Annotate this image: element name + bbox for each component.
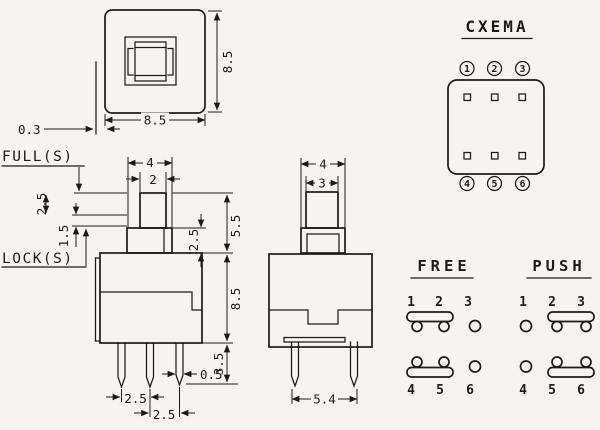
dim-pin-length: 3.5 xyxy=(211,353,226,376)
dim-full-travel: 2.5 xyxy=(34,193,49,216)
pin-number-2: 2 xyxy=(491,64,497,75)
push-contact-6 xyxy=(580,356,592,368)
push-heading: PUSH xyxy=(532,257,585,275)
top-view-right-clip xyxy=(167,47,174,76)
dim-side-tip-width: 3 xyxy=(318,176,326,191)
pin-number-5: 5 xyxy=(491,179,497,190)
front-body-parting-line xyxy=(99,291,203,311)
free-contact-5 xyxy=(438,356,450,368)
push-bridge-5-6 xyxy=(547,366,595,378)
free-pin-6: 6 xyxy=(466,383,474,398)
free-contact-4 xyxy=(411,356,423,368)
schematic: CXEMA 1 2 3 4 5 6 xyxy=(447,17,545,192)
push-pin-1: 1 xyxy=(519,295,527,310)
push-pin-2: 2 xyxy=(548,295,556,310)
pin-number-1: 1 xyxy=(464,64,470,75)
free-contact-2 xyxy=(438,320,450,333)
side-base-plate xyxy=(283,336,346,343)
side-pin-right xyxy=(349,341,359,388)
schematic-pad xyxy=(490,93,499,102)
dim-top-tab: 0.3 xyxy=(18,122,41,137)
top-view-plunger xyxy=(134,41,167,82)
pin-number-3: 3 xyxy=(519,64,525,75)
front-plunger-stage xyxy=(126,227,173,254)
pin-marker-5 xyxy=(486,175,503,192)
pin-marker-2 xyxy=(486,60,503,77)
free-pin-1: 1 xyxy=(407,295,415,310)
state-push: PUSH 1 2 3 4 5 6 xyxy=(519,257,595,398)
side-body-outline xyxy=(268,253,373,348)
front-pin-3 xyxy=(175,342,184,387)
pin-number-4: 4 xyxy=(464,179,470,190)
front-pin-2 xyxy=(145,342,155,389)
schematic-pad xyxy=(463,93,472,102)
free-contact-3-open xyxy=(468,319,482,333)
top-view-left-clip xyxy=(127,47,134,76)
side-body-notch xyxy=(268,309,373,325)
free-heading: FREE xyxy=(417,257,470,275)
free-contact-6-open xyxy=(468,360,482,373)
free-pin-2: 2 xyxy=(435,295,443,310)
dim-body-height: 8.5 xyxy=(228,288,243,311)
top-view-housing-outline xyxy=(104,9,206,114)
free-pin-3: 3 xyxy=(464,295,472,310)
free-bridge-4-5 xyxy=(406,366,454,378)
push-contact-5 xyxy=(551,356,563,368)
dim-top-height: 8.5 xyxy=(220,51,235,74)
dim-side-pin-span: 5.4 xyxy=(313,392,336,407)
front-view: FULL(S) 2.5 1.5 LOCK(S) 2 4 xyxy=(1,149,243,422)
pin-number-6: 6 xyxy=(519,179,525,190)
push-contact-2 xyxy=(551,320,563,333)
schematic-body xyxy=(447,79,545,175)
front-pin-1 xyxy=(117,342,126,389)
front-plunger-tip xyxy=(139,192,167,229)
dim-tip-width: 2 xyxy=(149,172,157,187)
push-pin-6: 6 xyxy=(577,383,585,398)
schematic-pad xyxy=(518,93,527,102)
side-view: 3 4 5.4 xyxy=(268,157,373,407)
label-lock-position: LOCK(S) xyxy=(2,251,74,267)
dim-top-width: 8.5 xyxy=(144,113,167,128)
pin-marker-4 xyxy=(459,175,475,192)
front-body-outline xyxy=(99,252,203,344)
push-pin-3: 3 xyxy=(577,295,585,310)
state-free: FREE 1 2 3 4 5 6 xyxy=(406,257,482,398)
top-view-opening xyxy=(124,36,177,86)
pin-marker-1 xyxy=(459,60,475,77)
dim-lock-travel: 1.5 xyxy=(56,225,71,248)
push-pin-5: 5 xyxy=(548,383,556,398)
pin-marker-3 xyxy=(514,60,531,77)
dim-pin-width: 0.5 xyxy=(200,367,223,382)
dim-pin-pitch-2: 2.5 xyxy=(153,407,176,422)
free-bridge-1-2 xyxy=(406,311,454,323)
push-contact-4-open xyxy=(519,360,533,373)
label-full-position: FULL(S) xyxy=(2,149,74,165)
free-pin-5: 5 xyxy=(436,383,444,398)
side-plunger-stage xyxy=(300,227,346,254)
side-pin-left xyxy=(290,341,300,388)
side-plunger-tip xyxy=(305,191,339,229)
push-pin-4: 4 xyxy=(519,383,527,398)
push-contact-1-open xyxy=(519,319,533,333)
dim-plunger-width: 4 xyxy=(146,155,154,170)
schematic-pad xyxy=(518,151,527,160)
schematic-title: CXEMA xyxy=(465,17,528,36)
free-contact-1 xyxy=(411,320,423,333)
dim-plunger-height: 5.5 xyxy=(228,215,243,238)
pin-marker-6 xyxy=(514,175,531,192)
dim-side-plunger-width: 4 xyxy=(319,157,327,172)
schematic-pad xyxy=(490,151,499,160)
free-pin-4: 4 xyxy=(407,383,415,398)
dim-pin-pitch-1: 2.5 xyxy=(124,391,147,406)
dim-stage-height: 2.5 xyxy=(186,229,201,252)
push-contact-3 xyxy=(580,320,592,333)
top-view: 8.5 8.5 0.3 xyxy=(18,9,235,137)
push-bridge-2-3 xyxy=(547,311,595,323)
schematic-pad xyxy=(463,151,472,160)
